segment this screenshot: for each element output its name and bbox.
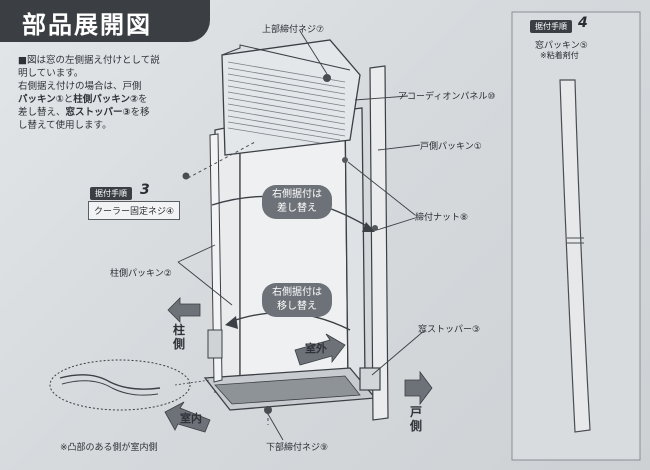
outside-text: 室外: [305, 342, 327, 355]
window-packing-strip: [559, 79, 591, 433]
cooler-screw-label: クーラー固定ネジ④: [88, 201, 181, 220]
pillar-side-text: 柱側: [173, 323, 186, 351]
window-packing-label: 窓パッキン⑤: [535, 41, 588, 51]
door-side-text: 戸側: [410, 405, 423, 433]
inside-text: 室内: [180, 412, 202, 425]
door-direction-arrow: [404, 370, 433, 406]
intro-text: ■図は窓の左側据え付けとして説 明しています。 右側据え付けの場合は、戸側 パッ…: [18, 54, 218, 132]
move-bubble: 右側据付は移し替え: [262, 283, 332, 317]
intro-line: ■図は窓の左側据え付けとして説: [18, 55, 160, 66]
swap-bubble: 右側据付は差し替え: [262, 185, 332, 219]
step4-tab: 据付手順: [530, 20, 572, 33]
accordion-panel-callout: アコーディオンパネル⑩: [398, 92, 496, 102]
intro-line: 差し替え、窓ストッパー③を移: [18, 107, 150, 118]
bottom-screw-callout: 下部締付ネジ⑨: [266, 443, 329, 453]
adhesive-note: ※粘着剤付: [540, 51, 579, 60]
step4-number: 4: [578, 15, 588, 31]
intro-line: 明しています。: [18, 68, 84, 79]
window-stopper-callout: 窓ストッパー③: [418, 325, 481, 335]
intro-line: し替えて使用します。: [18, 120, 112, 131]
nut-callout: 締付ナット⑧: [415, 213, 469, 223]
intro-line: 右側据え付けの場合は、戸側: [18, 81, 142, 92]
pillar-direction-arrow: [167, 297, 201, 323]
outside-direction-arrow: [294, 333, 346, 366]
header-band: [0, 0, 210, 42]
pillar-packing-callout: 柱側パッキン②: [110, 269, 172, 279]
step3-number: 3: [140, 182, 150, 198]
indoor-side-note: ※凸部のある側が室内側: [60, 443, 158, 453]
door-packing-callout: 戸側パッキン①: [420, 142, 482, 152]
page-title: 部品展開図: [22, 11, 152, 39]
top-screw-callout: 上部締付ネジ⑦: [262, 25, 325, 35]
intro-line: パッキン①と柱側パッキン②を: [18, 94, 148, 105]
step3-tab: 据付手順: [90, 187, 132, 200]
inside-direction-arrow: [164, 401, 211, 433]
